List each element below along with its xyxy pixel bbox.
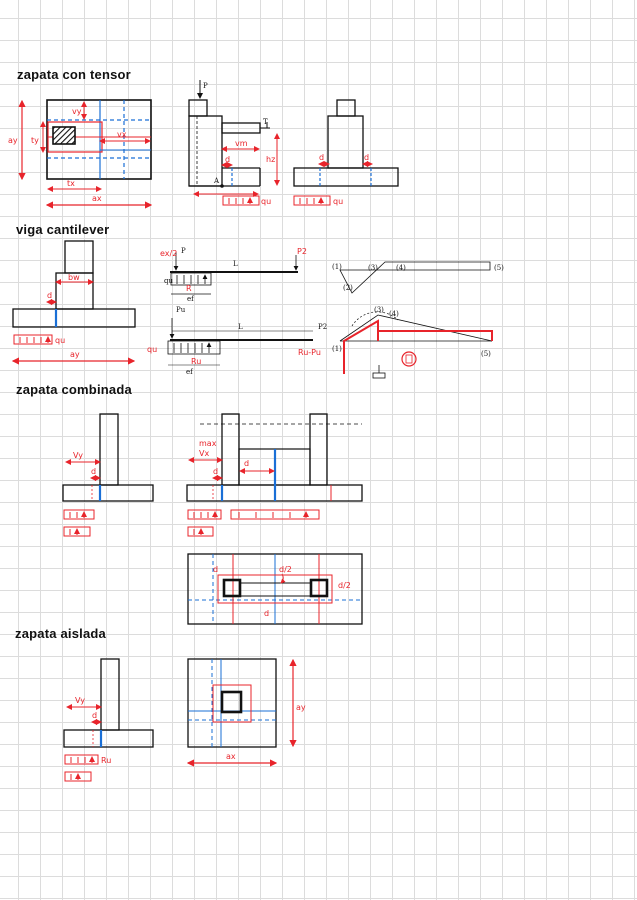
- label-P2: P2: [297, 247, 307, 256]
- label-P2-bottom: P2: [318, 323, 327, 331]
- label-n5-b: (5): [481, 350, 491, 358]
- label-d-right: d: [364, 153, 369, 162]
- label-d-comb-right: d: [213, 467, 218, 476]
- label-d2-top: d/2: [279, 565, 292, 574]
- label-qu-scheme: qu: [147, 345, 157, 354]
- label-ay: ay: [8, 136, 18, 145]
- label-d-tensor: d: [225, 155, 230, 164]
- label-d-cant: d: [47, 291, 52, 300]
- label-n1-b: (1): [332, 345, 342, 353]
- cantilever-diagrams: (1) (2) (3) (4) (5) (3) (4) (1) (5): [332, 261, 504, 379]
- label-ef-bottom: ef: [186, 368, 194, 376]
- heading-zapata-con-tensor: zapata con tensor: [17, 67, 131, 82]
- label-L-bottom: L: [238, 323, 243, 331]
- heading-viga-cantilever: viga cantilever: [16, 222, 110, 237]
- label-ef: ef: [187, 295, 195, 303]
- label-Vy-aislada: Vy: [75, 696, 85, 705]
- label-vm: vm: [235, 139, 248, 148]
- label-A: A: [213, 177, 220, 185]
- label-n2: (2): [343, 284, 353, 292]
- label-d-plan-bottom: d: [264, 609, 269, 618]
- label-bw: bw: [68, 273, 80, 282]
- aislada-plan-view: ay ax: [186, 658, 306, 767]
- label-vx: vx: [117, 130, 127, 139]
- label-n5: (5): [494, 264, 504, 272]
- label-ax: ax: [92, 194, 102, 203]
- label-q-scheme: qu: [164, 277, 173, 285]
- label-e2: ex/2: [160, 249, 177, 258]
- label-ty: ty: [31, 136, 39, 145]
- label-P: P: [203, 82, 208, 90]
- label-R-scheme: R: [186, 284, 192, 293]
- label-L-top: L: [233, 260, 238, 268]
- label-tx: tx: [67, 179, 75, 188]
- label-ay-cant: ay: [70, 350, 80, 359]
- label-d-aislada: d: [92, 711, 97, 720]
- label-n4: (4): [396, 264, 406, 272]
- label-max: max: [199, 439, 217, 448]
- label-qu-2: qu: [333, 197, 343, 206]
- label-d-plan: d: [213, 565, 218, 574]
- label-qu-tensor: qu: [261, 197, 271, 206]
- cantilever-beam-schemes: P ex/2 P2 L qu R ef Pu L P2 qu Ru ef Ru-…: [147, 247, 327, 376]
- heading-zapata-combinada: zapata combinada: [16, 382, 132, 397]
- label-ax-aislada: ax: [226, 752, 236, 761]
- label-n1: (1): [332, 263, 342, 271]
- combinada-plan-view: d d/2 d/2 d: [187, 553, 363, 625]
- tensor-elevation: P T A vm hz d qu: [188, 80, 280, 206]
- label-vy: vy: [72, 107, 82, 116]
- label-d-comb-left: d: [91, 467, 96, 476]
- label-P-scheme: P: [181, 247, 186, 255]
- label-T: T: [263, 118, 268, 126]
- label-Ru-aislada: Ru: [101, 756, 111, 765]
- label-Ru-Pu: Ru-Pu: [298, 348, 321, 357]
- cantilever-elevation: bw d qu ay: [11, 240, 136, 365]
- combinada-elevation-right: max Vx d d: [186, 413, 363, 537]
- label-n3: (3): [368, 264, 378, 272]
- label-Ru-scheme: Ru: [191, 357, 201, 366]
- aislada-elevation: Vy d Ru: [63, 658, 154, 782]
- label-Vy-comb: Vy: [73, 451, 83, 460]
- label-d-comb-mid: d: [244, 459, 249, 468]
- label-hz: hz: [266, 155, 275, 164]
- heading-zapata-aislada: zapata aislada: [15, 626, 106, 641]
- label-Vx-comb: Vx: [199, 449, 209, 458]
- combinada-elevation-left: Vy d: [62, 413, 154, 537]
- label-d2-right: d/2: [338, 581, 351, 590]
- label-n3-b: (3): [374, 306, 384, 314]
- column-hatched: [52, 126, 76, 145]
- label-n4-b: (4): [389, 310, 399, 318]
- label-qu-cant: qu: [55, 336, 65, 345]
- label-Pu: Pu: [176, 306, 186, 314]
- label-ay-aislada: ay: [296, 703, 306, 712]
- label-d-left: d: [319, 153, 324, 162]
- tensor-plan-view: vy vx ay ty tx ax: [8, 99, 153, 209]
- tensor-elevation-2: d d qu: [293, 99, 399, 206]
